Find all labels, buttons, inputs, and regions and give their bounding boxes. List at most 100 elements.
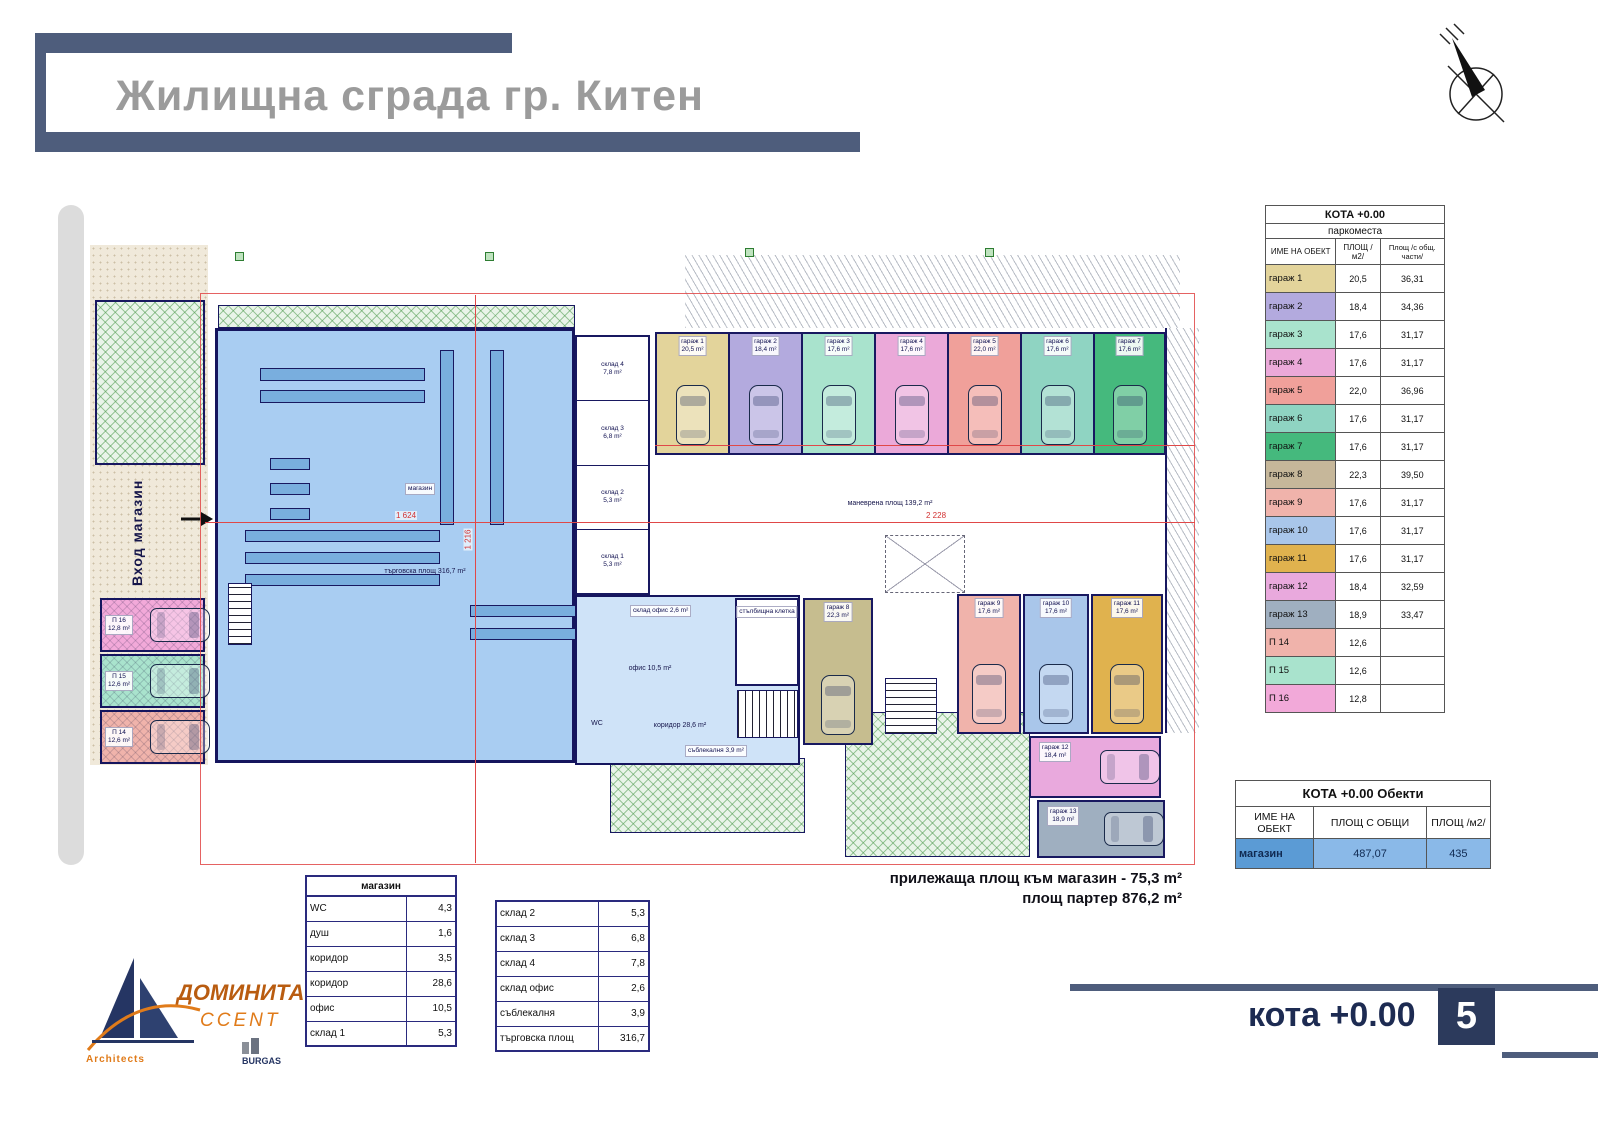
table-title: КОТА +0.00 Обекти bbox=[1235, 780, 1491, 807]
plan-notes: прилежаща площ към магазин - 75,3 m² пло… bbox=[720, 869, 1182, 909]
cell-area: 17,6 bbox=[1335, 348, 1381, 377]
logo-sailboat-icon bbox=[86, 958, 201, 1051]
cell-name: WC bbox=[305, 895, 407, 922]
checkout-counter bbox=[270, 483, 310, 495]
cell-name: склад офис bbox=[495, 975, 599, 1002]
header-rule-left bbox=[35, 33, 46, 152]
cell-area: 18,9 bbox=[1335, 600, 1381, 629]
planted-strip bbox=[218, 305, 575, 328]
shelf bbox=[440, 350, 454, 525]
cell-name: П 15 bbox=[1264, 656, 1337, 685]
table-title: КОТА +0.00 bbox=[1265, 205, 1445, 224]
cell-name: гараж 13 bbox=[1264, 600, 1337, 629]
parking-table: КОТА +0.00 паркоместа ИМЕ НА ОБЕКТ ПЛОЩ … bbox=[1264, 205, 1446, 713]
header-rule-bottom bbox=[35, 132, 860, 152]
shelf bbox=[245, 530, 440, 542]
car-icon bbox=[1100, 750, 1160, 784]
ramp-marking bbox=[885, 535, 965, 593]
cell-name: душ bbox=[305, 920, 407, 947]
checkout-counter bbox=[270, 458, 310, 470]
sales-area-label: търговска площ 316,7 m² bbox=[384, 568, 466, 575]
cell-name: офис bbox=[305, 995, 407, 1022]
cell-area: 12,6 bbox=[1335, 656, 1381, 685]
shrub-icon bbox=[235, 252, 244, 261]
cell-total: 34,36 bbox=[1379, 292, 1446, 321]
cell-total bbox=[1379, 628, 1446, 657]
car-icon bbox=[1104, 812, 1164, 846]
car-icon bbox=[972, 664, 1006, 724]
cell-name: коридор bbox=[305, 945, 407, 972]
cell-area: 17,6 bbox=[1335, 432, 1381, 461]
office-label: офис 10,5 m² bbox=[628, 665, 672, 672]
cell-value: 3,5 bbox=[405, 945, 457, 972]
table-title-row: КОТА +0.00 bbox=[1265, 205, 1445, 224]
header-area: ПЛОЩ /м2/ bbox=[1335, 238, 1381, 265]
logo-city-label: BURGAS bbox=[242, 1056, 282, 1066]
green-area-court bbox=[845, 712, 1030, 857]
page-title: Жилищна сграда гр. Китен bbox=[116, 72, 705, 120]
floor-plan: магазин търговска площ 316,7 m² Вход маг… bbox=[85, 200, 1205, 872]
cell-value: 28,6 bbox=[405, 970, 457, 997]
terrain-edge bbox=[58, 205, 84, 865]
cell-area: 17,6 bbox=[1335, 404, 1381, 433]
car-icon bbox=[894, 385, 929, 445]
car-icon bbox=[748, 385, 783, 445]
cell-area: 17,6 bbox=[1335, 544, 1381, 573]
car-icon bbox=[1039, 664, 1073, 724]
cell-name: склад 4 bbox=[495, 950, 599, 977]
cell-name: търговска площ bbox=[495, 1025, 599, 1052]
car-icon bbox=[1040, 385, 1075, 445]
cell-value: 6,8 bbox=[597, 925, 650, 952]
cell-area: 435 bbox=[1425, 838, 1492, 869]
cell-value: 316,7 bbox=[597, 1025, 650, 1052]
shelf bbox=[490, 350, 504, 525]
cell-name: склад 2 bbox=[495, 900, 599, 927]
cell-name: гараж 8 bbox=[1264, 460, 1337, 489]
cell-value: 7,8 bbox=[597, 950, 650, 977]
table-title-row: магазин bbox=[305, 875, 457, 897]
corridor-label: коридор 28,6 m² bbox=[653, 722, 707, 729]
cell-name: гараж 11 bbox=[1264, 544, 1337, 573]
locker-label: съблекалня 3,9 m² bbox=[685, 745, 747, 757]
shop-stairs bbox=[228, 583, 252, 645]
dimension-line-h1 bbox=[205, 522, 1195, 523]
table-title: магазин bbox=[305, 875, 457, 897]
cell-name: склад 3 bbox=[495, 925, 599, 952]
car-icon bbox=[1110, 664, 1144, 724]
footer-rule-2 bbox=[1502, 1052, 1598, 1058]
wc-label: WC bbox=[591, 720, 603, 727]
cell-value: 3,9 bbox=[597, 1000, 650, 1027]
cell-area: 12,6 bbox=[1335, 628, 1381, 657]
dimension-label: 1 624 bbox=[395, 511, 418, 520]
header-total: Площ /с общ. части/ bbox=[1379, 238, 1446, 265]
shelf bbox=[260, 368, 425, 381]
cell-name: гараж 2 bbox=[1264, 292, 1337, 321]
cell-area: 18,4 bbox=[1335, 572, 1381, 601]
